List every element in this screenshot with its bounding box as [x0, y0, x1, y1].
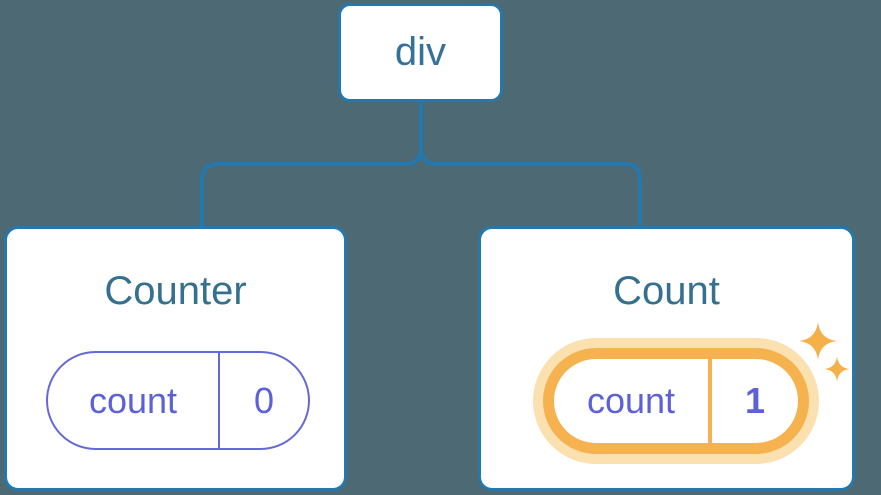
- component-title: Count: [613, 269, 720, 313]
- component-title: Counter: [104, 269, 247, 313]
- sparkle-small-icon: [824, 356, 850, 382]
- connector-right-branch: [419, 100, 642, 226]
- state-pill-count-highlighted: count 1: [543, 348, 809, 454]
- state-pill-counter: count 0: [46, 351, 310, 450]
- sparkle-large-icon: [799, 322, 837, 360]
- root-node-div: div: [338, 3, 503, 102]
- state-name-label: count: [554, 359, 712, 443]
- connector-left-branch: [200, 100, 423, 226]
- root-node-label: div: [394, 30, 447, 74]
- state-name-label: count: [48, 353, 220, 448]
- component-card-counter: Counter count 0: [4, 226, 347, 491]
- state-value: 1: [744, 380, 766, 421]
- state-value: 0: [253, 379, 275, 421]
- component-card-count: Count count 1: [478, 226, 855, 491]
